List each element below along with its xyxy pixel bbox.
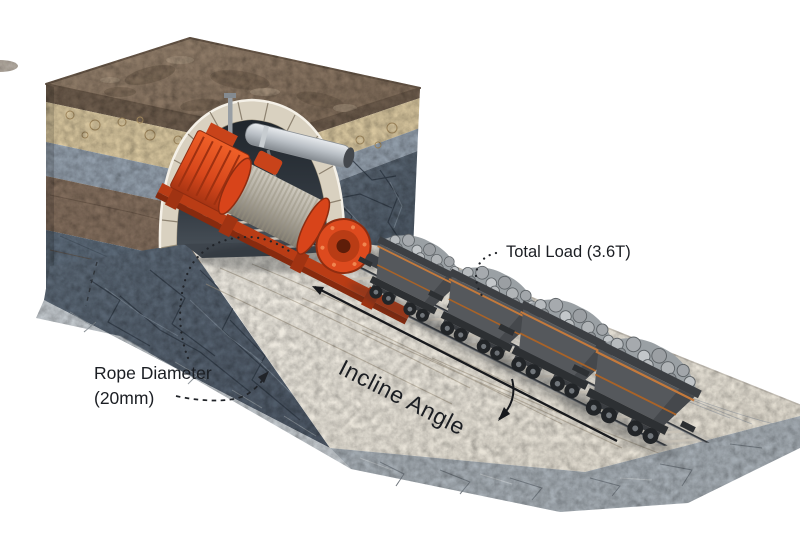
rope-diameter-leader-upper: [179, 235, 291, 360]
cable-drum: [222, 162, 326, 251]
tunnel-arch-rim: [158, 98, 346, 249]
angle-arc-arrowhead-icon: [498, 407, 510, 421]
vent-pipe: [224, 93, 236, 154]
block-left-edge: [46, 84, 54, 312]
hoist-winch: [155, 122, 412, 325]
ledge-front-face: [330, 416, 800, 512]
rope-diameter-arrowhead-icon: [258, 371, 269, 383]
ledge-left-face: [36, 300, 351, 469]
rope-diameter-annotation: Rope Diameter (20mm): [94, 235, 291, 408]
rope-diameter-leader-lower: [175, 374, 267, 402]
total-load-label: Total Load (3.6T): [506, 243, 631, 261]
incline-arrowhead-icon: [312, 286, 324, 295]
rope-diameter-label-line2: (20mm): [94, 388, 154, 408]
incline-line: [314, 285, 618, 443]
dashed-terrain-mark: [85, 261, 98, 307]
total-load-annotation: Total Load (3.6T): [474, 243, 631, 299]
rope-diameter-label-line1: Rope Diameter: [94, 363, 212, 383]
soil-top-face: [0, 37, 421, 135]
total-load-leader: [474, 251, 498, 299]
